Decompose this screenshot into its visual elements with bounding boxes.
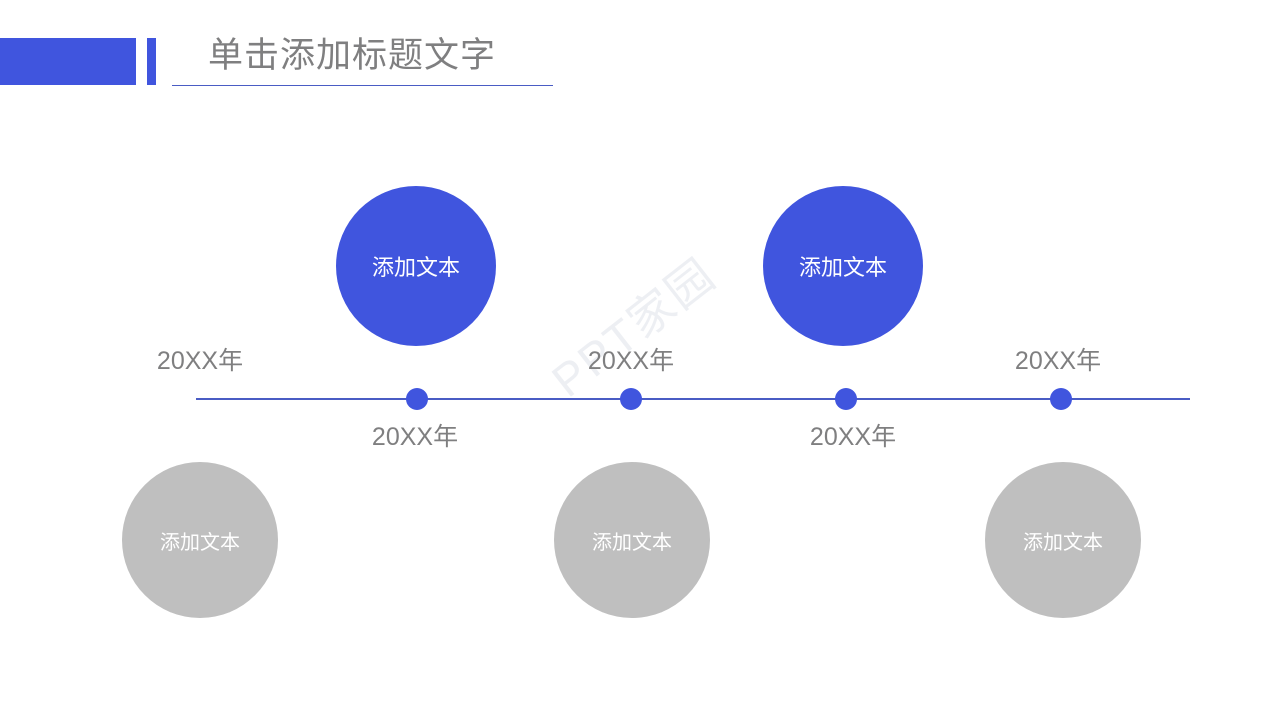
timeline-bubble-top[interactable]: 添加文本	[763, 186, 923, 346]
timeline-node-dot[interactable]	[620, 388, 642, 410]
page-title[interactable]: 单击添加标题文字	[208, 36, 497, 75]
timeline-bubble-bottom[interactable]: 添加文本	[554, 462, 710, 618]
bubble-label: 添加文本	[371, 255, 460, 280]
header-underline	[172, 85, 553, 86]
timeline-node-dot[interactable]	[406, 388, 428, 410]
timeline-year-label[interactable]: 20XX年	[371, 423, 459, 451]
bubble-label: 添加文本	[160, 531, 240, 554]
timeline-year-label[interactable]: 20XX年	[809, 423, 897, 451]
bubble-label: 添加文本	[1023, 531, 1103, 554]
bubble-label: 添加文本	[592, 531, 672, 554]
timeline-bubble-bottom[interactable]: 添加文本	[985, 462, 1141, 618]
header-accent-block	[0, 38, 136, 85]
timeline-year-label[interactable]: 20XX年	[1014, 347, 1102, 375]
timeline-bubble-bottom[interactable]: 添加文本	[122, 462, 278, 618]
timeline-year-label[interactable]: 20XX年	[587, 347, 675, 375]
timeline-year-label[interactable]: 20XX年	[156, 347, 244, 375]
bubble-label: 添加文本	[798, 255, 887, 280]
timeline-node-dot[interactable]	[1050, 388, 1072, 410]
timeline-node-dot[interactable]	[835, 388, 857, 410]
header-accent-bar	[147, 38, 156, 85]
timeline-axis	[196, 398, 1190, 400]
timeline-bubble-top[interactable]: 添加文本	[336, 186, 496, 346]
